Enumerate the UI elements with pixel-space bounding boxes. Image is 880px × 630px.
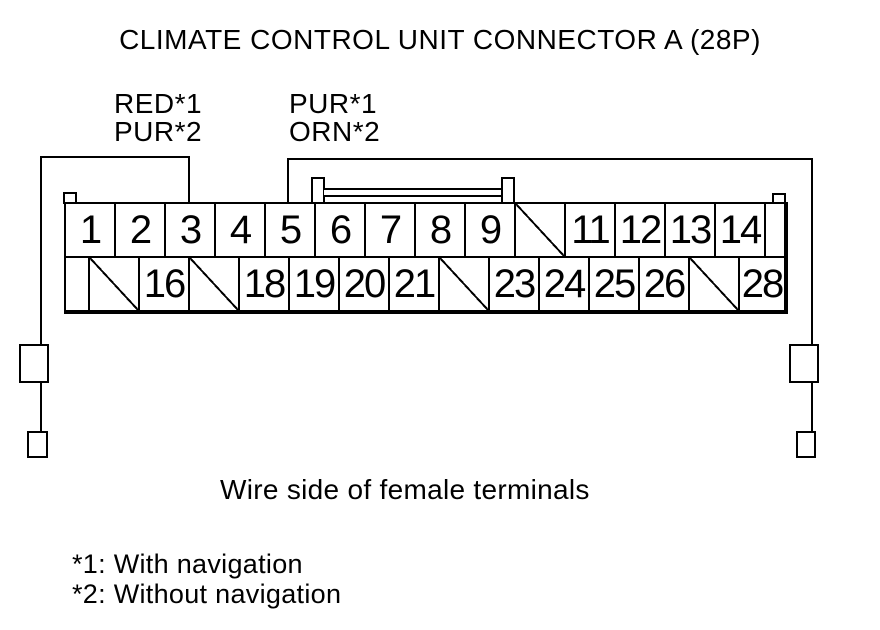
clip-stem-right [811, 381, 813, 433]
leader-line-right-vertical [811, 158, 813, 346]
leader-line-right-horizontal [287, 158, 813, 160]
leader-line-left-horizontal [40, 156, 190, 158]
pin-cell-25: 25 [590, 258, 640, 310]
footnote-2: *2: Without navigation [72, 579, 342, 609]
wire-color-right-line2: ORN*2 [289, 116, 381, 147]
pin-number: 24 [543, 262, 586, 306]
pin-number: 20 [343, 262, 386, 306]
wire-color-label-left: RED*1 PUR*2 [114, 90, 202, 146]
pin-cell-28: 28 [740, 258, 784, 310]
page-title: CLIMATE CONTROL UNIT CONNECTOR A (28P) [119, 24, 761, 55]
blocked-cell [516, 204, 566, 256]
pin-number: 1 [79, 208, 102, 252]
pin-number: 4 [229, 208, 252, 252]
pin-cell-18: 18 [240, 258, 290, 310]
pin-cell-23: 23 [490, 258, 540, 310]
pin-number: 5 [279, 208, 302, 252]
wire-color-right-line1: PUR*1 [289, 88, 378, 119]
pin-row-bottom: 16 18 19 20 21 23 24 25 [66, 256, 784, 310]
latch-post-right [501, 177, 515, 204]
pin-cell-19: 19 [290, 258, 340, 310]
pin-number: 21 [393, 262, 436, 306]
leader-line-to-pin-5 [287, 158, 289, 204]
mounting-clip-right-lower [796, 431, 816, 458]
mounting-clip-right-upper [789, 344, 819, 383]
blocked-cell [190, 258, 240, 310]
pin-number: 16 [143, 262, 186, 306]
pin-number: 9 [479, 208, 502, 252]
pin-number: 3 [179, 208, 202, 252]
pin-cell-26: 26 [640, 258, 690, 310]
pin-cell-24: 24 [540, 258, 590, 310]
pin-cell-6: 6 [316, 204, 366, 256]
blocked-cell [690, 258, 740, 310]
latch-bar [324, 188, 502, 197]
connector-body: 1 2 3 4 5 6 7 8 9 [64, 202, 788, 314]
pin-number: 6 [329, 208, 352, 252]
pin-cell-13: 13 [666, 204, 716, 256]
pin-number: 14 [719, 208, 762, 252]
pin-cell-21: 21 [390, 258, 440, 310]
pin-cell-5: 5 [266, 204, 316, 256]
blocked-cell [440, 258, 490, 310]
latch-post-left [311, 177, 325, 204]
footnotes: *1: With navigation *2: Without navigati… [72, 549, 341, 609]
clip-stem-left [40, 381, 42, 433]
pin-cell-7: 7 [366, 204, 416, 256]
pin-cell-2: 2 [116, 204, 166, 256]
pin-cell-16: 16 [140, 258, 190, 310]
pin-cell-9: 9 [466, 204, 516, 256]
pin-row-top: 1 2 3 4 5 6 7 8 9 [66, 204, 784, 256]
wire-side-caption: Wire side of female terminals [220, 474, 590, 505]
pin-number: 28 [741, 262, 784, 306]
pin-cell-11: 11 [566, 204, 616, 256]
pin-number: 2 [129, 208, 152, 252]
blocked-cell [90, 258, 140, 310]
pin-number: 25 [593, 262, 636, 306]
pin-cell-3: 3 [166, 204, 216, 256]
pin-number: 19 [293, 262, 336, 306]
footnote-1: *1: With navigation [72, 549, 303, 579]
pin-number: 12 [619, 208, 662, 252]
pin-cell-4: 4 [216, 204, 266, 256]
wire-color-left-line2: PUR*2 [114, 116, 203, 147]
wire-color-label-right: PUR*1 ORN*2 [289, 90, 380, 146]
mounting-clip-left-upper [19, 344, 49, 383]
pin-number: 8 [429, 208, 452, 252]
pin-number: 26 [643, 262, 686, 306]
pin-cell-1: 1 [66, 204, 116, 256]
spacer-cell [766, 204, 784, 256]
pin-number: 11 [571, 208, 611, 252]
housing-tab-right [772, 193, 786, 204]
pin-cell-14: 14 [716, 204, 766, 256]
pin-cell-12: 12 [616, 204, 666, 256]
spacer-cell [66, 258, 90, 310]
leader-line-left-vertical [40, 156, 42, 346]
leader-line-to-pin-3 [188, 156, 190, 204]
pin-number: 13 [669, 208, 712, 252]
housing-tab-left [63, 192, 77, 204]
pin-number: 7 [379, 208, 402, 252]
mounting-clip-left-lower [27, 431, 48, 458]
wire-color-left-line1: RED*1 [114, 88, 203, 119]
pin-cell-20: 20 [340, 258, 390, 310]
pin-cell-8: 8 [416, 204, 466, 256]
pin-number: 18 [243, 262, 286, 306]
pin-number: 23 [493, 262, 536, 306]
